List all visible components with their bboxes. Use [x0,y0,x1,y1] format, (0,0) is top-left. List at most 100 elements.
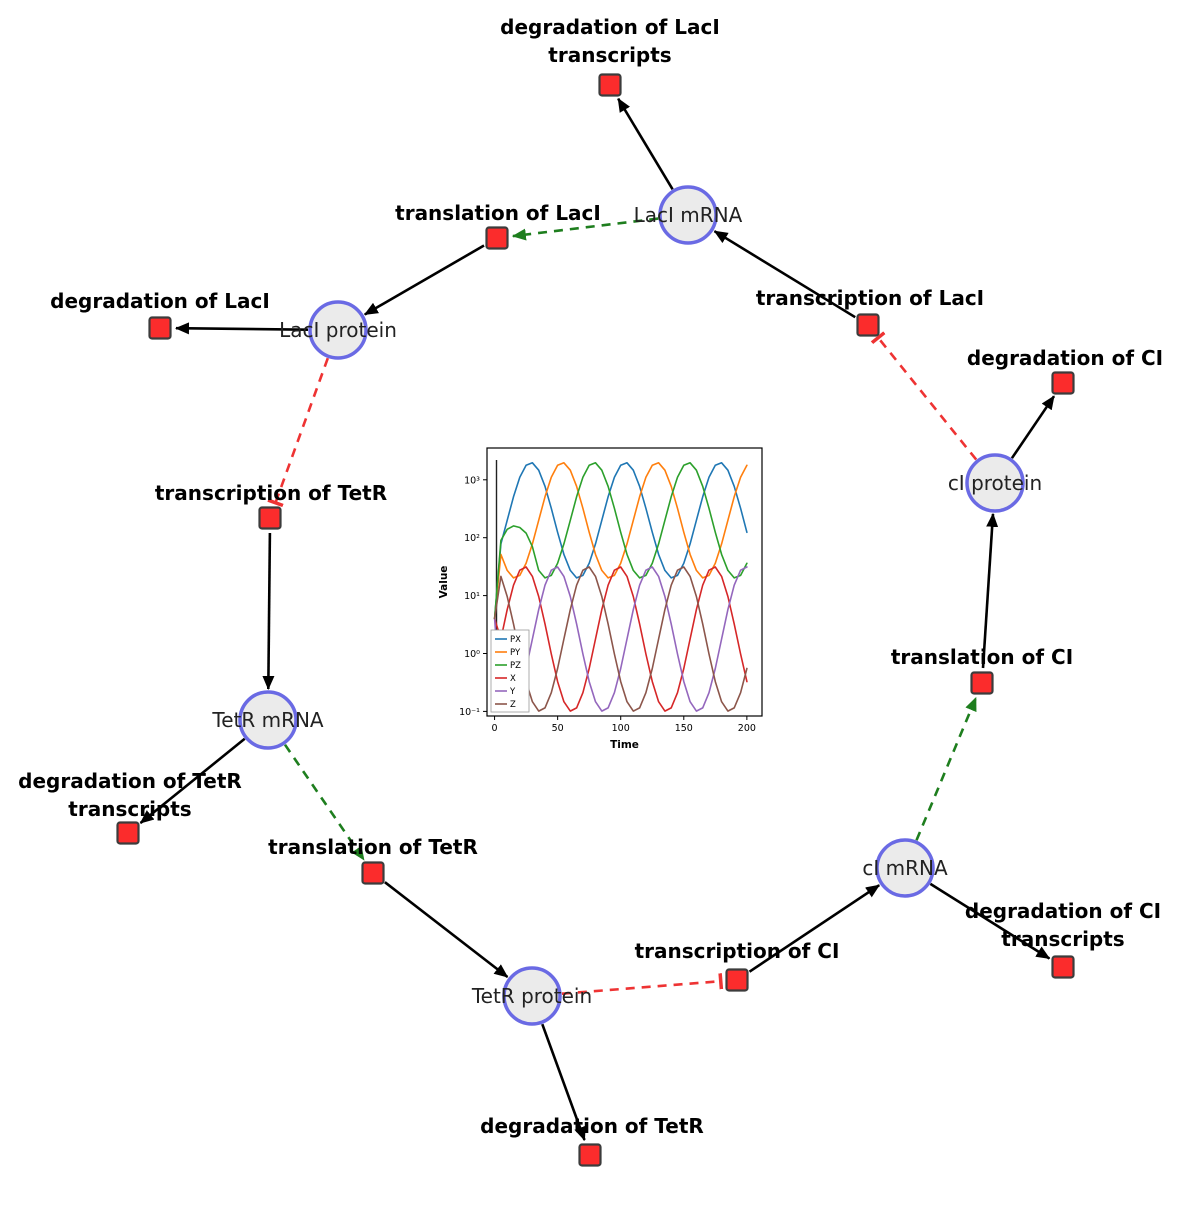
reaction-label-line: degradation of LacI [500,15,720,39]
reaction-label-line: transcripts [548,43,671,67]
reaction-label-deg-laci: degradation of LacI [50,289,270,313]
species-label-ci-protein: cI protein [948,471,1042,495]
reaction-label-line: degradation of TetR [480,1114,704,1138]
reaction-label-line: transcription of CI [635,939,840,963]
species-layer [238,185,1025,1026]
reaction-label-line: transcripts [1001,927,1124,951]
y-tick-label: 10⁰ [464,649,480,660]
edge-production-transcription-ci-to-ci-mrna [748,884,881,973]
species-label-laci-protein: LacI protein [279,318,397,342]
edge-consumption-tetr-protein-to-deg-tetr [541,1023,586,1141]
reaction-label-line: transcripts [68,797,191,821]
series-line-Z [493,566,748,712]
edge-consumption-ci-mrna-to-deg-ci-transcripts [929,882,1051,960]
chart-legend [490,629,530,713]
reaction-label-transcription-ci: transcription of CI [635,939,840,963]
reaction-node-deg-laci-transcripts [598,73,622,97]
x-tick-label: 50 [552,723,564,734]
species-node-laci-mrna [658,185,718,245]
edge-modifier-tetr-mrna-to-translation-tetr [283,743,365,861]
reaction-label-transcription-laci: transcription of LacI [756,286,984,310]
legend-label-PZ: PZ [510,661,521,671]
species-label-laci-mrna: LacI mRNA [634,203,743,227]
edge-consumption-tetr-mrna-to-deg-tetr-transcripts [139,737,246,825]
series-line-PY [493,462,748,620]
reaction-label-translation-tetr: translation of TetR [268,835,478,859]
reaction-label-line: degradation of CI [967,346,1163,370]
y-tick-label: 10⁻¹ [459,707,480,718]
reaction-label-translation-ci: translation of CI [891,645,1073,669]
reaction-node-translation-ci [970,671,994,695]
edge-consumption-ci-protein-to-deg-ci [1010,395,1056,459]
reaction-node-translation-laci [485,226,509,250]
y-tick-label: 10³ [464,475,480,486]
reaction-label-line: degradation of CI [965,899,1161,923]
series-line-X [493,566,748,712]
species-node-laci-protein [308,300,368,360]
legend-label-X: X [510,674,516,684]
reaction-label-line: transcription of TetR [155,481,387,505]
legend-label-PY: PY [510,648,521,658]
edge-modifier-ci-mrna-to-translation-ci [915,696,978,841]
edge-production-translation-tetr-to-tetr-protein [384,881,509,979]
species-label-ci-mrna: cI mRNA [862,856,948,880]
species-node-tetr-mrna [238,690,298,750]
reaction-label-deg-tetr: degradation of TetR [480,1114,704,1138]
species-label-tetr-mrna: TetR mRNA [211,708,324,732]
reaction-node-deg-ci-transcripts [1051,955,1075,979]
series-line-Y [493,566,748,712]
edge-inhibition-tetr-protein-to-transcription-ci [561,973,724,995]
reaction-label-deg-tetr-transcripts: degradation of TetR transcripts [18,769,242,821]
edge-inhibition-laci-protein-to-transcription-tetr [267,357,330,508]
edge-production-transcription-laci-to-laci-mrna [713,230,856,319]
reaction-node-transcription-tetr [258,506,282,530]
edge-modifier-laci-mrna-to-translation-laci [511,217,659,241]
series-line-PX [493,462,748,620]
edge-production-transcription-tetr-to-tetr-mrna [262,532,275,690]
reaction-label-line: transcription of LacI [756,286,984,310]
legend-label-Y: Y [509,687,516,697]
reaction-label-translation-laci: translation of LacI [395,201,601,225]
reaction-label-line: degradation of TetR [18,769,242,793]
species-node-ci-mrna [875,838,935,898]
reaction-node-transcription-ci [725,968,749,992]
reaction-label-line: translation of TetR [268,835,478,859]
chart-plot-area [486,447,763,717]
edge-consumption-laci-protein-to-deg-laci [175,322,309,335]
y-tick-label: 10² [464,533,480,544]
y-axis-label: Value [438,566,450,599]
reaction-label-line: translation of CI [891,645,1073,669]
reaction-label-deg-ci: degradation of CI [967,346,1163,370]
reaction-node-deg-ci [1051,371,1075,395]
species-node-ci-protein [965,453,1025,513]
edge-production-translation-ci-to-ci-protein [981,512,999,669]
reaction-label-deg-ci-transcripts: degradation of CI transcripts [965,899,1161,951]
reaction-node-deg-tetr-transcripts [116,821,140,845]
legend-label-PX: PX [510,635,521,645]
reaction-label-line: translation of LacI [395,201,601,225]
species-label-tetr-protein: TetR protein [471,984,592,1008]
reaction-node-deg-tetr [578,1143,602,1167]
edge-inhibition-ci-protein-to-transcription-laci [870,331,978,461]
legend-label-Z: Z [510,700,516,710]
species-node-tetr-protein [502,966,562,1026]
reactions-layer [116,73,1075,1167]
x-tick-label: 200 [738,723,756,734]
x-tick-label: 100 [612,723,630,734]
x-tick-label: 150 [675,723,693,734]
reaction-label-deg-laci-transcripts: degradation of LacI transcripts [500,15,720,67]
reaction-node-translation-tetr [361,861,385,885]
x-tick-label: 0 [492,723,498,734]
reaction-label-line: degradation of LacI [50,289,270,313]
reaction-node-deg-laci [148,316,172,340]
edges-layer [139,97,1056,1141]
reaction-label-transcription-tetr: transcription of TetR [155,481,387,505]
edge-production-translation-laci-to-laci-protein [363,244,485,316]
x-axis-label: Time [610,739,639,751]
edge-consumption-laci-mrna-to-deg-laci-transcripts [617,97,674,190]
reaction-node-transcription-laci [856,313,880,337]
series-line-PZ [493,462,748,620]
